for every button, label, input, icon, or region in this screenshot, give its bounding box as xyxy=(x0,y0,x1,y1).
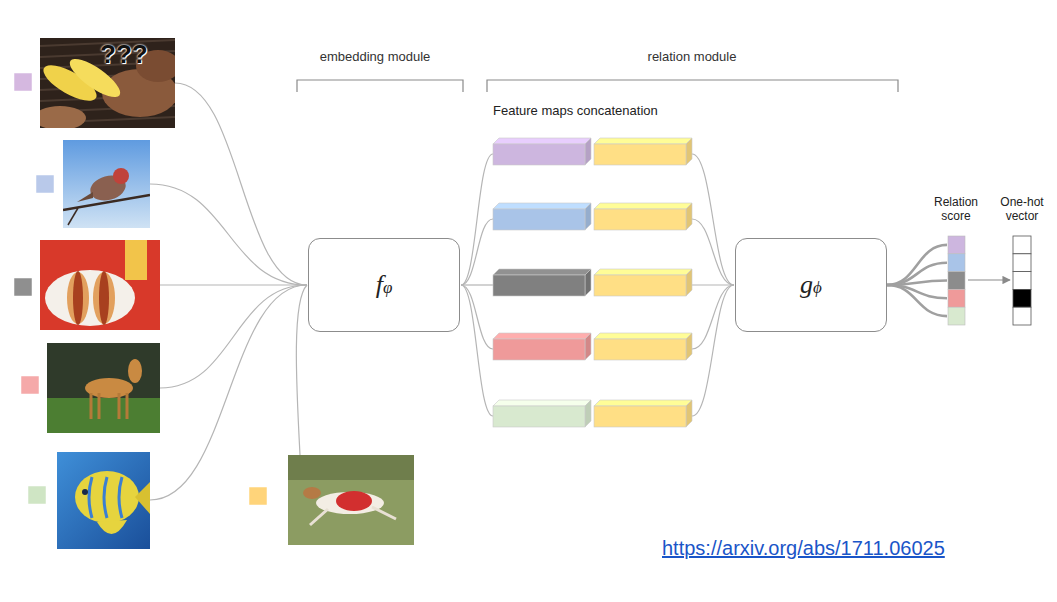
feature-map-block xyxy=(493,138,591,165)
embedding-function-box: fφ xyxy=(308,238,460,332)
flow-line xyxy=(150,184,307,285)
one-hot-cell xyxy=(1013,236,1031,254)
relation-score-cell xyxy=(948,254,965,272)
relation-score-cell xyxy=(948,272,965,290)
module-label: relation module xyxy=(648,50,737,65)
function-symbol: fφ xyxy=(376,270,393,300)
flow-lines xyxy=(150,83,734,500)
bundle-line xyxy=(887,285,947,316)
flow-line xyxy=(692,284,734,285)
feature-map-block xyxy=(594,400,692,427)
class-color-square xyxy=(28,486,46,504)
question-marks: ??? xyxy=(100,40,148,70)
flow-line xyxy=(150,285,307,500)
flow-line xyxy=(692,219,734,285)
flow-line xyxy=(461,285,493,416)
fish-photo xyxy=(57,452,150,549)
relation-score-cell xyxy=(948,307,965,325)
section-label: Feature maps concatenation xyxy=(493,104,658,119)
one-hot-label: One-hot vector xyxy=(993,196,1051,224)
function-symbol: gϕ xyxy=(800,270,822,300)
paper-link: https://arxiv.org/abs/1711.06025 xyxy=(662,537,945,560)
flow-line xyxy=(461,154,493,285)
bird-photo xyxy=(63,140,150,228)
one-hot-cell xyxy=(1013,272,1031,290)
relation-score-cell xyxy=(948,236,965,254)
query-dog-photo xyxy=(288,455,414,545)
grill-photo xyxy=(40,38,175,128)
feature-map-block xyxy=(493,333,591,360)
flow-line xyxy=(692,285,734,349)
class-color-square xyxy=(14,278,32,296)
one-hot-cell xyxy=(1013,254,1031,272)
feature-map-block xyxy=(594,333,692,360)
feature-map-block xyxy=(493,203,591,230)
relation-score-cell xyxy=(948,289,965,307)
relation-function-box: gϕ xyxy=(735,238,887,332)
section-label: Feature maps concatenation xyxy=(493,104,658,119)
module-label: embedding module xyxy=(320,50,431,65)
class-color-square xyxy=(249,487,267,505)
feature-map-block xyxy=(594,203,692,230)
feature-map-block xyxy=(594,269,692,296)
relation-score-label: Relation score xyxy=(925,196,987,224)
feature-map-block xyxy=(493,400,591,427)
flow-line xyxy=(461,284,493,285)
one-hot-cell xyxy=(1013,307,1031,325)
arrow-line xyxy=(968,279,1010,280)
flow-line xyxy=(175,83,307,285)
class-color-square xyxy=(14,73,32,91)
one-hot-cell xyxy=(1013,289,1031,307)
bundle-line xyxy=(887,263,947,285)
class-color-square xyxy=(36,175,54,193)
one-hot-label: One-hot vector xyxy=(993,196,1051,224)
class-color-square xyxy=(21,376,39,394)
question-marks: ??? xyxy=(100,40,148,70)
dog-photo xyxy=(47,343,160,433)
module-label: embedding module xyxy=(320,50,431,65)
flow-line xyxy=(160,285,307,388)
flow-line xyxy=(692,285,734,416)
flow-line xyxy=(296,285,307,455)
paper-link: https://arxiv.org/abs/1711.06025 xyxy=(662,537,945,560)
module-bracket xyxy=(487,80,898,92)
feature-map-block xyxy=(594,138,692,165)
feature-map-block xyxy=(493,269,591,296)
module-bracket xyxy=(297,80,463,92)
flow-line xyxy=(160,284,307,285)
relation-score-label: Relation score xyxy=(925,196,987,224)
module-label: relation module xyxy=(648,50,737,65)
flow-line xyxy=(692,154,734,285)
flow-line xyxy=(461,219,493,285)
hotdog-photo xyxy=(40,240,160,330)
bundle-line xyxy=(887,245,947,285)
flow-line xyxy=(461,285,493,349)
